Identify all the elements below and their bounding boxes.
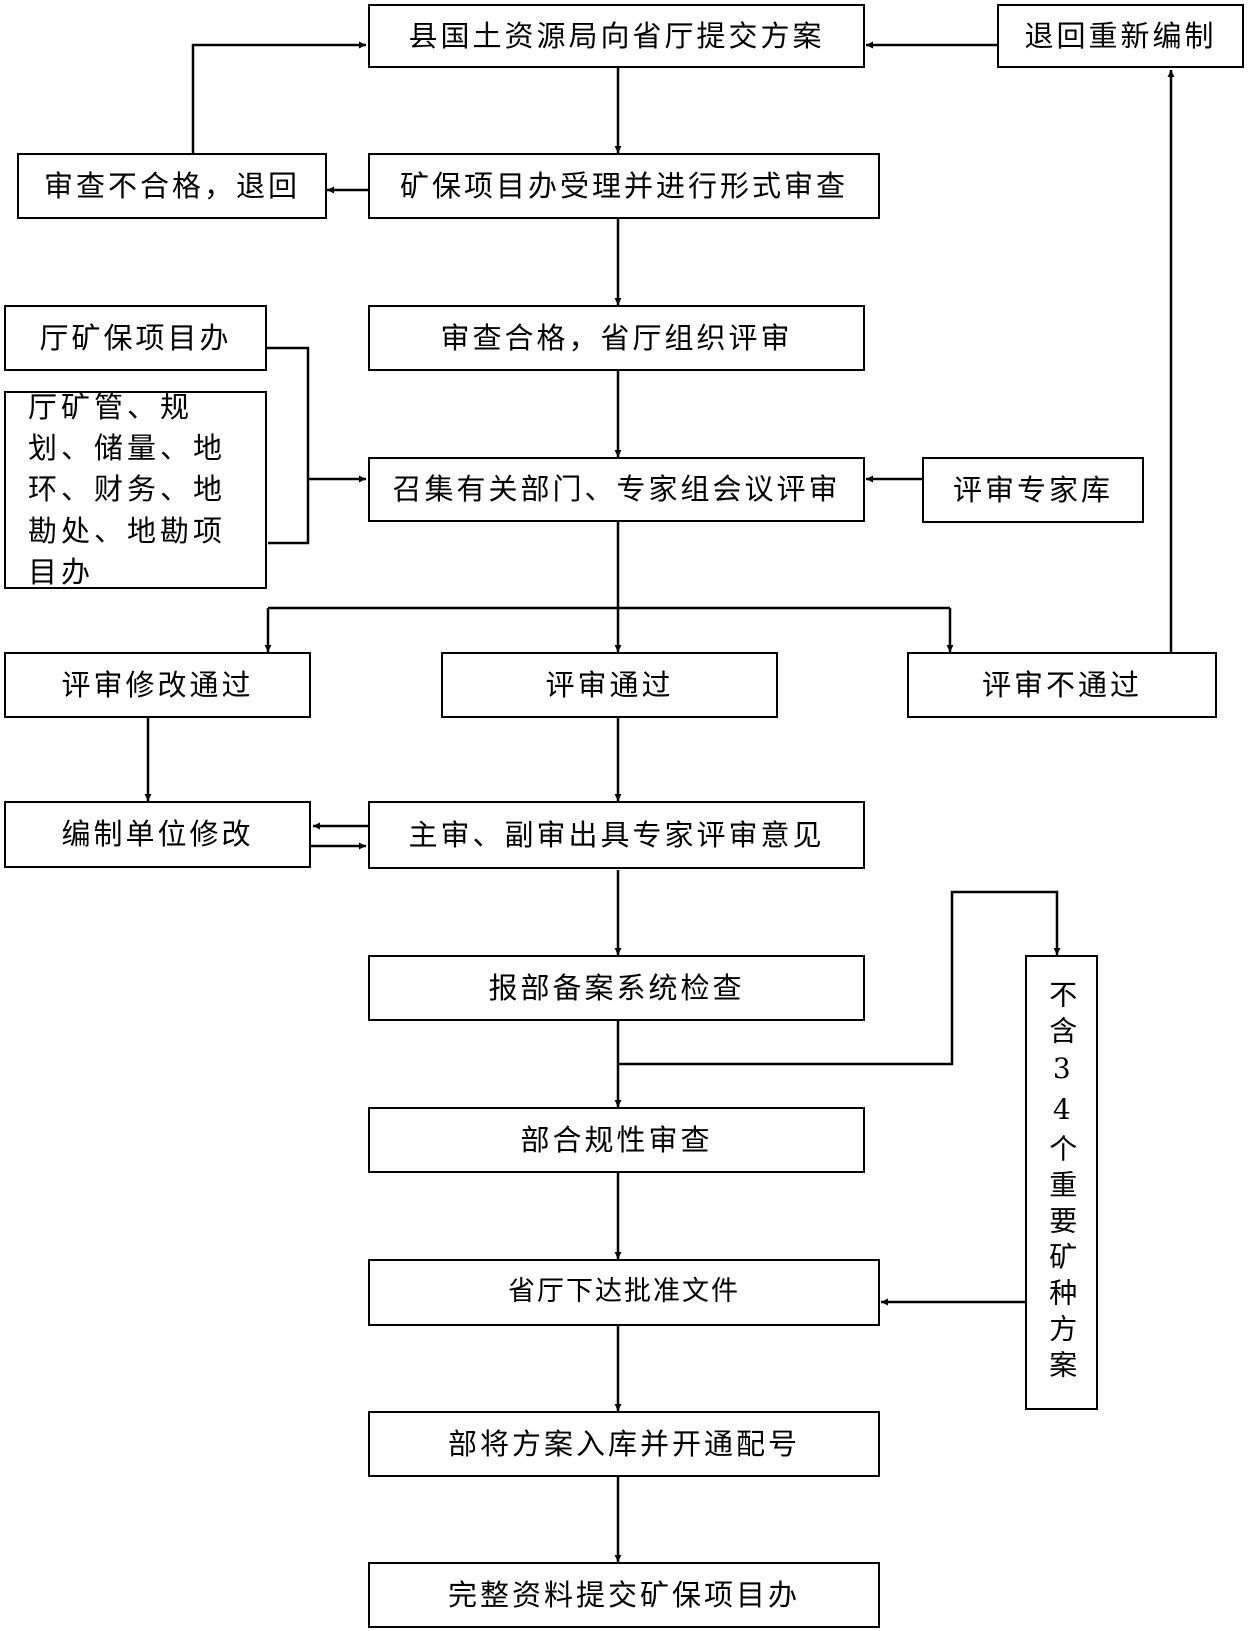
node-expert-opinion: 主审、副审出具专家评审意见 — [368, 801, 865, 869]
node-return-recompile: 退回重新编制 — [997, 4, 1244, 68]
node-ministry-filing: 报部备案系统检查 — [368, 955, 865, 1021]
bracket-departments — [265, 346, 310, 545]
node-warehouse: 部将方案入库并开通配号 — [368, 1411, 880, 1477]
node-modify-pass: 评审修改通过 — [4, 652, 311, 718]
node-submit: 县国土资源局向省厅提交方案 — [368, 4, 865, 68]
node-expert-pool: 评审专家库 — [922, 457, 1144, 523]
node-unit-modify: 编制单位修改 — [4, 801, 311, 868]
node-approval: 省厅下达批准文件 — [368, 1259, 880, 1326]
node-not-34: 不含34个重要矿种方案 — [1025, 955, 1098, 1410]
node-dept-list: 厅矿管、规划、储量、地环、财务、地勘处、地勘项目办 — [4, 390, 267, 589]
node-meeting: 召集有关部门、专家组会议评审 — [368, 457, 865, 522]
node-accept-review: 矿保项目办受理并进行形式审查 — [368, 153, 880, 219]
arrow-filing-to-not34 — [618, 890, 1061, 1066]
node-review-pass: 评审通过 — [441, 652, 778, 718]
node-pass-org: 审查合格，省厅组织评审 — [368, 305, 865, 371]
node-compliance: 部合规性审查 — [368, 1107, 865, 1173]
node-review-fail: 评审不通过 — [907, 652, 1217, 718]
arrow-reject-to-submit — [191, 41, 366, 153]
node-reject-return: 审查不合格，退回 — [17, 153, 327, 219]
node-complete: 完整资料提交矿保项目办 — [368, 1562, 880, 1628]
node-dept-office: 厅矿保项目办 — [4, 305, 267, 371]
